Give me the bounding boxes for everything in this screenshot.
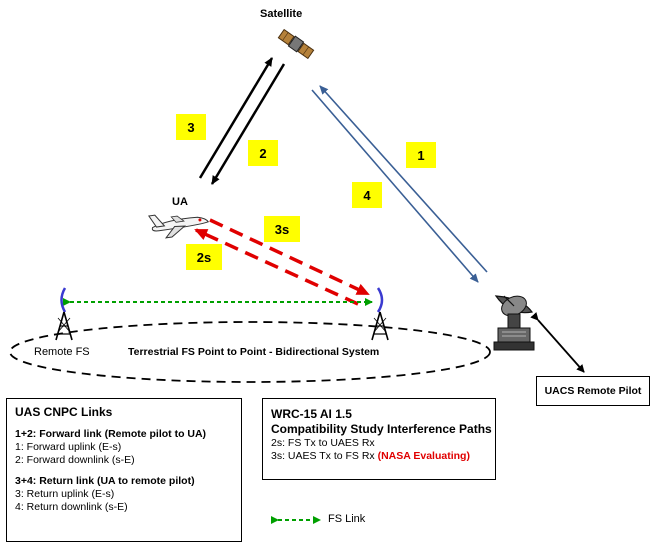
terrestrial-system-label: Terrestrial FS Point to Point - Bidirect…	[128, 346, 380, 358]
path-2s-fs-to-uaes	[194, 228, 359, 306]
link-4-return-downlink	[311, 89, 479, 283]
ground-station-dish-icon	[493, 295, 535, 351]
legend-fs-link-label: FS Link	[328, 513, 366, 525]
wrc15-path-2s: 2s: FS Tx to UAES Rx	[271, 437, 375, 449]
uacs-remote-pilot-box: UACS Remote Pilot	[536, 376, 650, 406]
return-link-heading: 3+4: Return link (UA to remote pilot)	[15, 475, 195, 487]
forward-uplink-item: 1: Forward uplink (E-s)	[15, 441, 122, 453]
return-downlink-item: 4: Return downlink (s-E)	[15, 501, 128, 513]
forward-downlink-item: 2: Forward downlink (s-E)	[15, 454, 135, 466]
path-number-3: 3	[176, 114, 206, 140]
ua-label: UA	[172, 196, 188, 208]
wrc15-title: WRC-15 AI 1.5	[271, 407, 352, 421]
path-number-2s: 2s	[186, 244, 222, 270]
path-number-4: 4	[352, 182, 382, 208]
path-number-2: 2	[248, 140, 278, 166]
path-number-1: 1	[406, 142, 436, 168]
uas-cnpc-links-box: UAS CNPC Links 1+2: Forward link (Remote…	[6, 398, 242, 542]
aircraft-icon	[148, 214, 210, 239]
link-1-forward-uplink	[319, 85, 488, 273]
ground-station-pilot-link	[530, 312, 585, 373]
path-3s-uaes-to-fs	[209, 218, 370, 296]
return-uplink-item: 3: Return uplink (E-s)	[15, 488, 115, 500]
remote-fs-label: Remote FS	[34, 346, 90, 358]
wrc15-path-3s: 3s: UAES Tx to FS Rx	[271, 450, 375, 462]
wrc15-path-3s-row: 3s: UAES Tx to FS Rx (NASA Evaluating)	[271, 450, 487, 463]
satellite-label: Satellite	[260, 8, 303, 20]
links-box-title: UAS CNPC Links	[15, 405, 113, 419]
forward-link-heading: 1+2: Forward link (Remote pilot to UA)	[15, 428, 207, 440]
terrestrial-system-ellipse	[9, 321, 491, 383]
wrc15-subtitle: Compatibility Study Interference Paths	[271, 422, 492, 436]
link-2-forward-downlink	[210, 63, 286, 185]
satellite-icon	[277, 28, 315, 60]
nasa-evaluating-note: (NASA Evaluating)	[377, 450, 470, 462]
remote-fs-tower-icon	[55, 287, 73, 341]
path-number-3s: 3s	[264, 216, 300, 242]
fs-tower-icon	[371, 287, 389, 341]
link-3-return-uplink	[198, 57, 274, 179]
uacs-remote-pilot-label: UACS Remote Pilot	[544, 384, 642, 397]
wrc15-box: WRC-15 AI 1.5 Compatibility Study Interf…	[262, 398, 496, 480]
